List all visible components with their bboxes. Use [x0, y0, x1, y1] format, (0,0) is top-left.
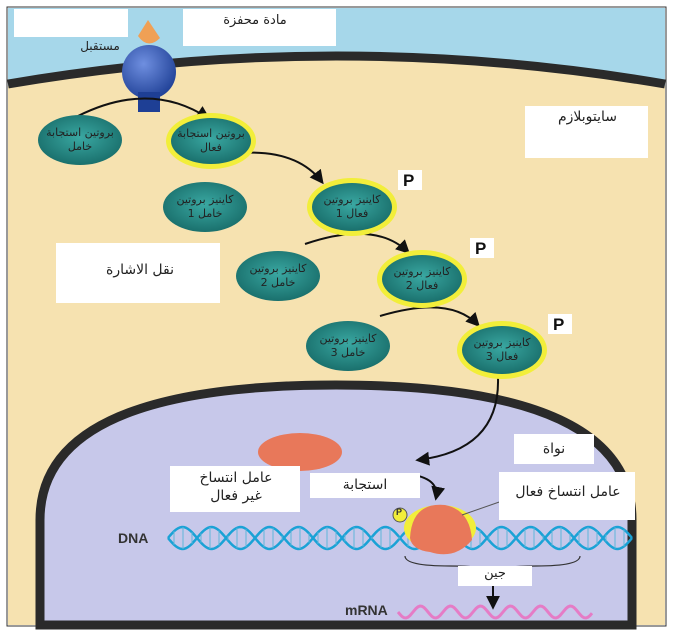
kinase2-active-line2: فعال 2 — [405, 278, 439, 292]
kinase3-inactive-oval — [306, 321, 390, 371]
phosphate-circle — [392, 507, 408, 523]
cell-membrane — [7, 51, 666, 89]
signal-label-box — [56, 243, 220, 303]
kinase1-inactive-line1: كاينيز بروتين — [176, 193, 234, 206]
inactive-tf-label-line2: غير فعال — [210, 488, 262, 504]
kinase3-active-oval — [462, 326, 542, 374]
kinase1-active-line2: فعال 1 — [335, 206, 369, 220]
receptor-shape — [122, 45, 176, 99]
kinase1-active-oval — [312, 183, 392, 231]
arrow-receptor-relay — [77, 97, 211, 120]
kinase1-active-line1: كاينيز بروتين — [323, 193, 381, 206]
relay-active-line2: فعال — [200, 140, 222, 154]
inactive-transcription-factor — [258, 433, 342, 471]
cytoplasm-label: سايتوبلازم — [557, 109, 618, 125]
gene-label-box — [458, 566, 532, 586]
phosphate-label-2: P — [475, 239, 487, 258]
arrow-kinase3-nucleus — [415, 377, 500, 466]
active-tf-label: عامل انتساخ فعال — [515, 484, 621, 500]
response-label-box — [310, 473, 420, 498]
ligand-shape — [138, 20, 160, 44]
cytoplasm-label-box — [525, 106, 648, 158]
active-tf-label-box — [499, 472, 635, 520]
kinase1-inactive-line2: خامل 1 — [187, 206, 223, 220]
kinase3-inactive-line2: خامل 3 — [330, 345, 366, 359]
active-transcription-factor — [410, 504, 472, 555]
ligand-label-box — [183, 9, 336, 46]
relay-inactive-line2: خامل — [67, 139, 93, 153]
kinase2-active-line1: كاينيز بروتين — [393, 265, 451, 278]
receptor-label: مستقبل — [80, 39, 120, 53]
kinase3-inactive-line1: كاينيز بروتين — [319, 332, 377, 345]
kinase3-active-line2: فعال 3 — [485, 349, 519, 363]
kinase2-active-oval — [382, 255, 462, 303]
arrow-kinase2-kinase3 — [379, 306, 480, 328]
dna-label: DNA — [118, 530, 149, 546]
kinase3-active-line1: كاينيز بروتين — [473, 336, 531, 349]
mrna-strand — [396, 604, 594, 620]
dna-strand-2 — [167, 525, 633, 551]
p-box-3 — [548, 314, 572, 334]
kinase2-inactive-oval — [236, 251, 320, 301]
nucleus-label-box — [514, 434, 594, 464]
response-label: استجابة — [342, 477, 388, 493]
kinase2-inactive-line2: خامل 2 — [260, 275, 296, 289]
p-box-1 — [398, 170, 422, 190]
relay-active-line1: بروتين استجابة — [177, 127, 245, 140]
p-box-2 — [470, 238, 494, 258]
relay-protein-inactive-oval — [38, 115, 122, 165]
mrna-label: mRNA — [345, 602, 388, 618]
relay-inactive-line1: بروتين استجابة — [46, 126, 114, 139]
active-tf-leader-line — [461, 499, 506, 516]
inactive-tf-label-line1: عامل انتساخ — [199, 470, 273, 486]
kinase1-inactive-oval — [163, 182, 247, 232]
phosphate-label-3: P — [553, 315, 565, 334]
blank-label-box — [14, 9, 128, 37]
gene-label: جين — [484, 566, 506, 581]
phosphate-label-small: P — [396, 507, 403, 517]
nucleus-region — [35, 380, 637, 630]
signal-transduction-label: نقل الاشارة — [106, 262, 174, 278]
ligand-label: مادة محفزة — [223, 13, 287, 28]
inactive-tf-label-box — [170, 466, 300, 512]
nucleus-label: نواة — [542, 441, 566, 457]
phosphate-label-1: P — [403, 171, 415, 190]
relay-protein-active-oval — [171, 118, 251, 164]
kinase2-inactive-line1: كاينيز بروتين — [249, 262, 307, 275]
receptor-stem — [138, 92, 160, 112]
